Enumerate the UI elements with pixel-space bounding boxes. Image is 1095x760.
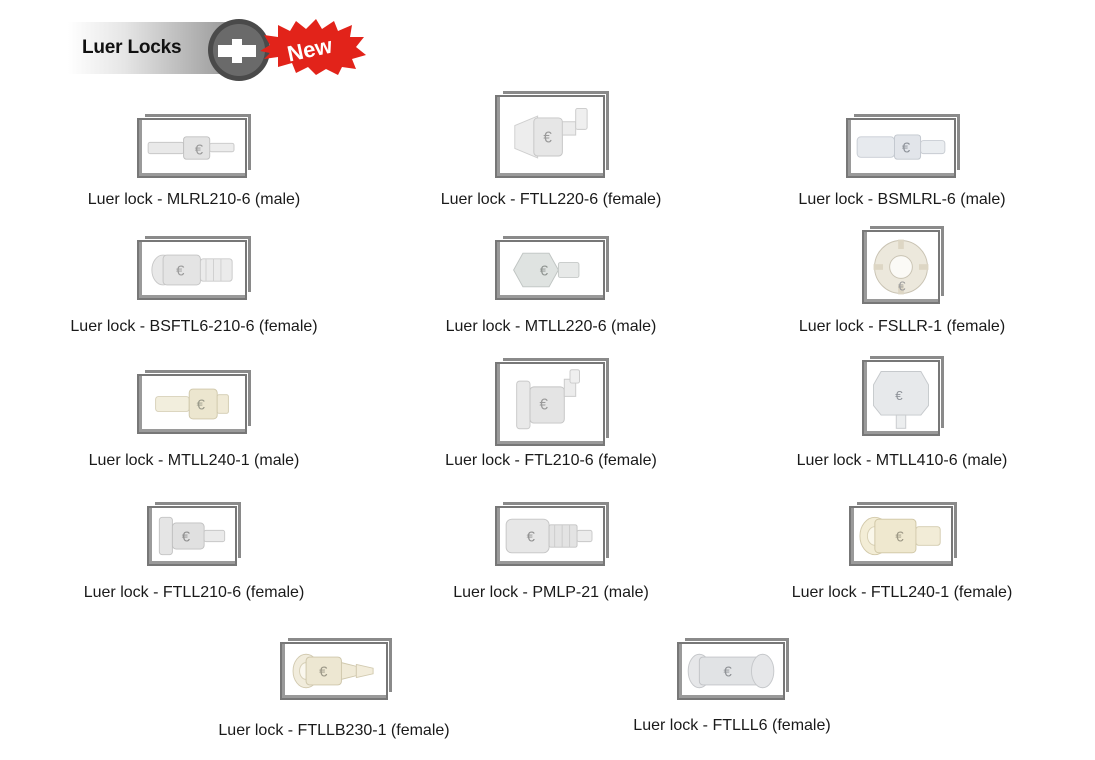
product-label: Luer lock - MTLL410-6 (male) <box>796 452 1008 469</box>
svg-text:€: € <box>543 130 552 147</box>
male-luer-hex-icon: € <box>513 252 580 288</box>
svg-text:€: € <box>898 279 906 294</box>
svg-text:€: € <box>902 140 911 157</box>
product-label: Luer lock - MLRL210-6 (male) <box>87 191 301 208</box>
product-image-frame: € <box>495 236 609 300</box>
svg-text:€: € <box>895 529 904 546</box>
male-luer-slim-icon: € <box>147 136 235 160</box>
female-luer-wing-icon: € <box>514 107 588 159</box>
product-label: Luer lock - FTLLL6 (female) <box>633 717 831 734</box>
product-label: Luer lock - BSMLRL-6 (male) <box>798 191 1006 208</box>
svg-text:€: € <box>182 529 191 546</box>
male-luer-barb-icon: € <box>856 134 946 160</box>
product-image-frame: € <box>137 114 251 178</box>
product-image-frame: € <box>862 356 944 436</box>
product-image-frame: € <box>137 370 251 434</box>
page-title: Luer Locks <box>82 37 182 58</box>
new-burst-icon: New <box>260 19 366 75</box>
product-label: Luer lock - FTLL240-1 (female) <box>791 584 1013 601</box>
female-luer-flange-icon: € <box>516 369 580 430</box>
product-image-frame: € <box>495 502 609 566</box>
title-bar <box>68 22 228 74</box>
product-image-frame: € <box>862 226 944 304</box>
header: Luer Locks New <box>0 0 400 90</box>
product-image-frame: € <box>495 91 609 178</box>
svg-text:€: € <box>527 529 536 546</box>
female-luer-double-icon: € <box>687 653 775 689</box>
svg-text:€: € <box>540 263 549 280</box>
product-image-frame: € <box>846 114 960 178</box>
svg-text:€: € <box>195 142 204 159</box>
female-luer-threaded-icon: € <box>151 254 233 286</box>
luer-connector-icon <box>208 19 270 81</box>
product-label: Luer lock - FTL210-6 (female) <box>445 452 657 469</box>
svg-text:€: € <box>895 388 903 403</box>
male-luer-ivory-icon: € <box>155 388 229 420</box>
svg-text:€: € <box>319 665 328 681</box>
svg-text:€: € <box>540 397 549 414</box>
male-luer-block-icon: € <box>873 371 929 429</box>
female-luer-ring-icon: € <box>873 239 929 295</box>
product-image-frame: € <box>137 236 251 300</box>
product-label: Luer lock - FTLLB230-1 (female) <box>218 722 450 739</box>
product-label: Luer lock - BSFTL6-210-6 (female) <box>70 318 318 335</box>
male-luer-plug-icon: € <box>505 518 593 554</box>
product-label: Luer lock - FSLLR-1 (female) <box>798 318 1006 335</box>
female-luer-barb-icon: € <box>292 653 374 689</box>
product-label: Luer lock - MTLL220-6 (male) <box>445 318 657 335</box>
product-image-frame: € <box>147 502 241 566</box>
product-label: Luer lock - FTLL220-6 (female) <box>440 191 662 208</box>
svg-text:€: € <box>176 263 185 280</box>
product-image-frame: € <box>495 358 609 446</box>
svg-text:€: € <box>197 397 206 414</box>
product-image-frame: € <box>677 638 789 700</box>
product-label: Luer lock - FTLL210-6 (female) <box>83 584 305 601</box>
female-luer-short-icon: € <box>158 516 226 556</box>
svg-text:€: € <box>724 665 733 681</box>
product-image-frame: € <box>849 502 957 566</box>
female-luer-ivory-icon: € <box>859 516 941 556</box>
product-label: Luer lock - MTLL240-1 (male) <box>88 452 300 469</box>
product-label: Luer lock - PMLP-21 (male) <box>453 584 649 601</box>
product-image-frame: € <box>280 638 392 700</box>
